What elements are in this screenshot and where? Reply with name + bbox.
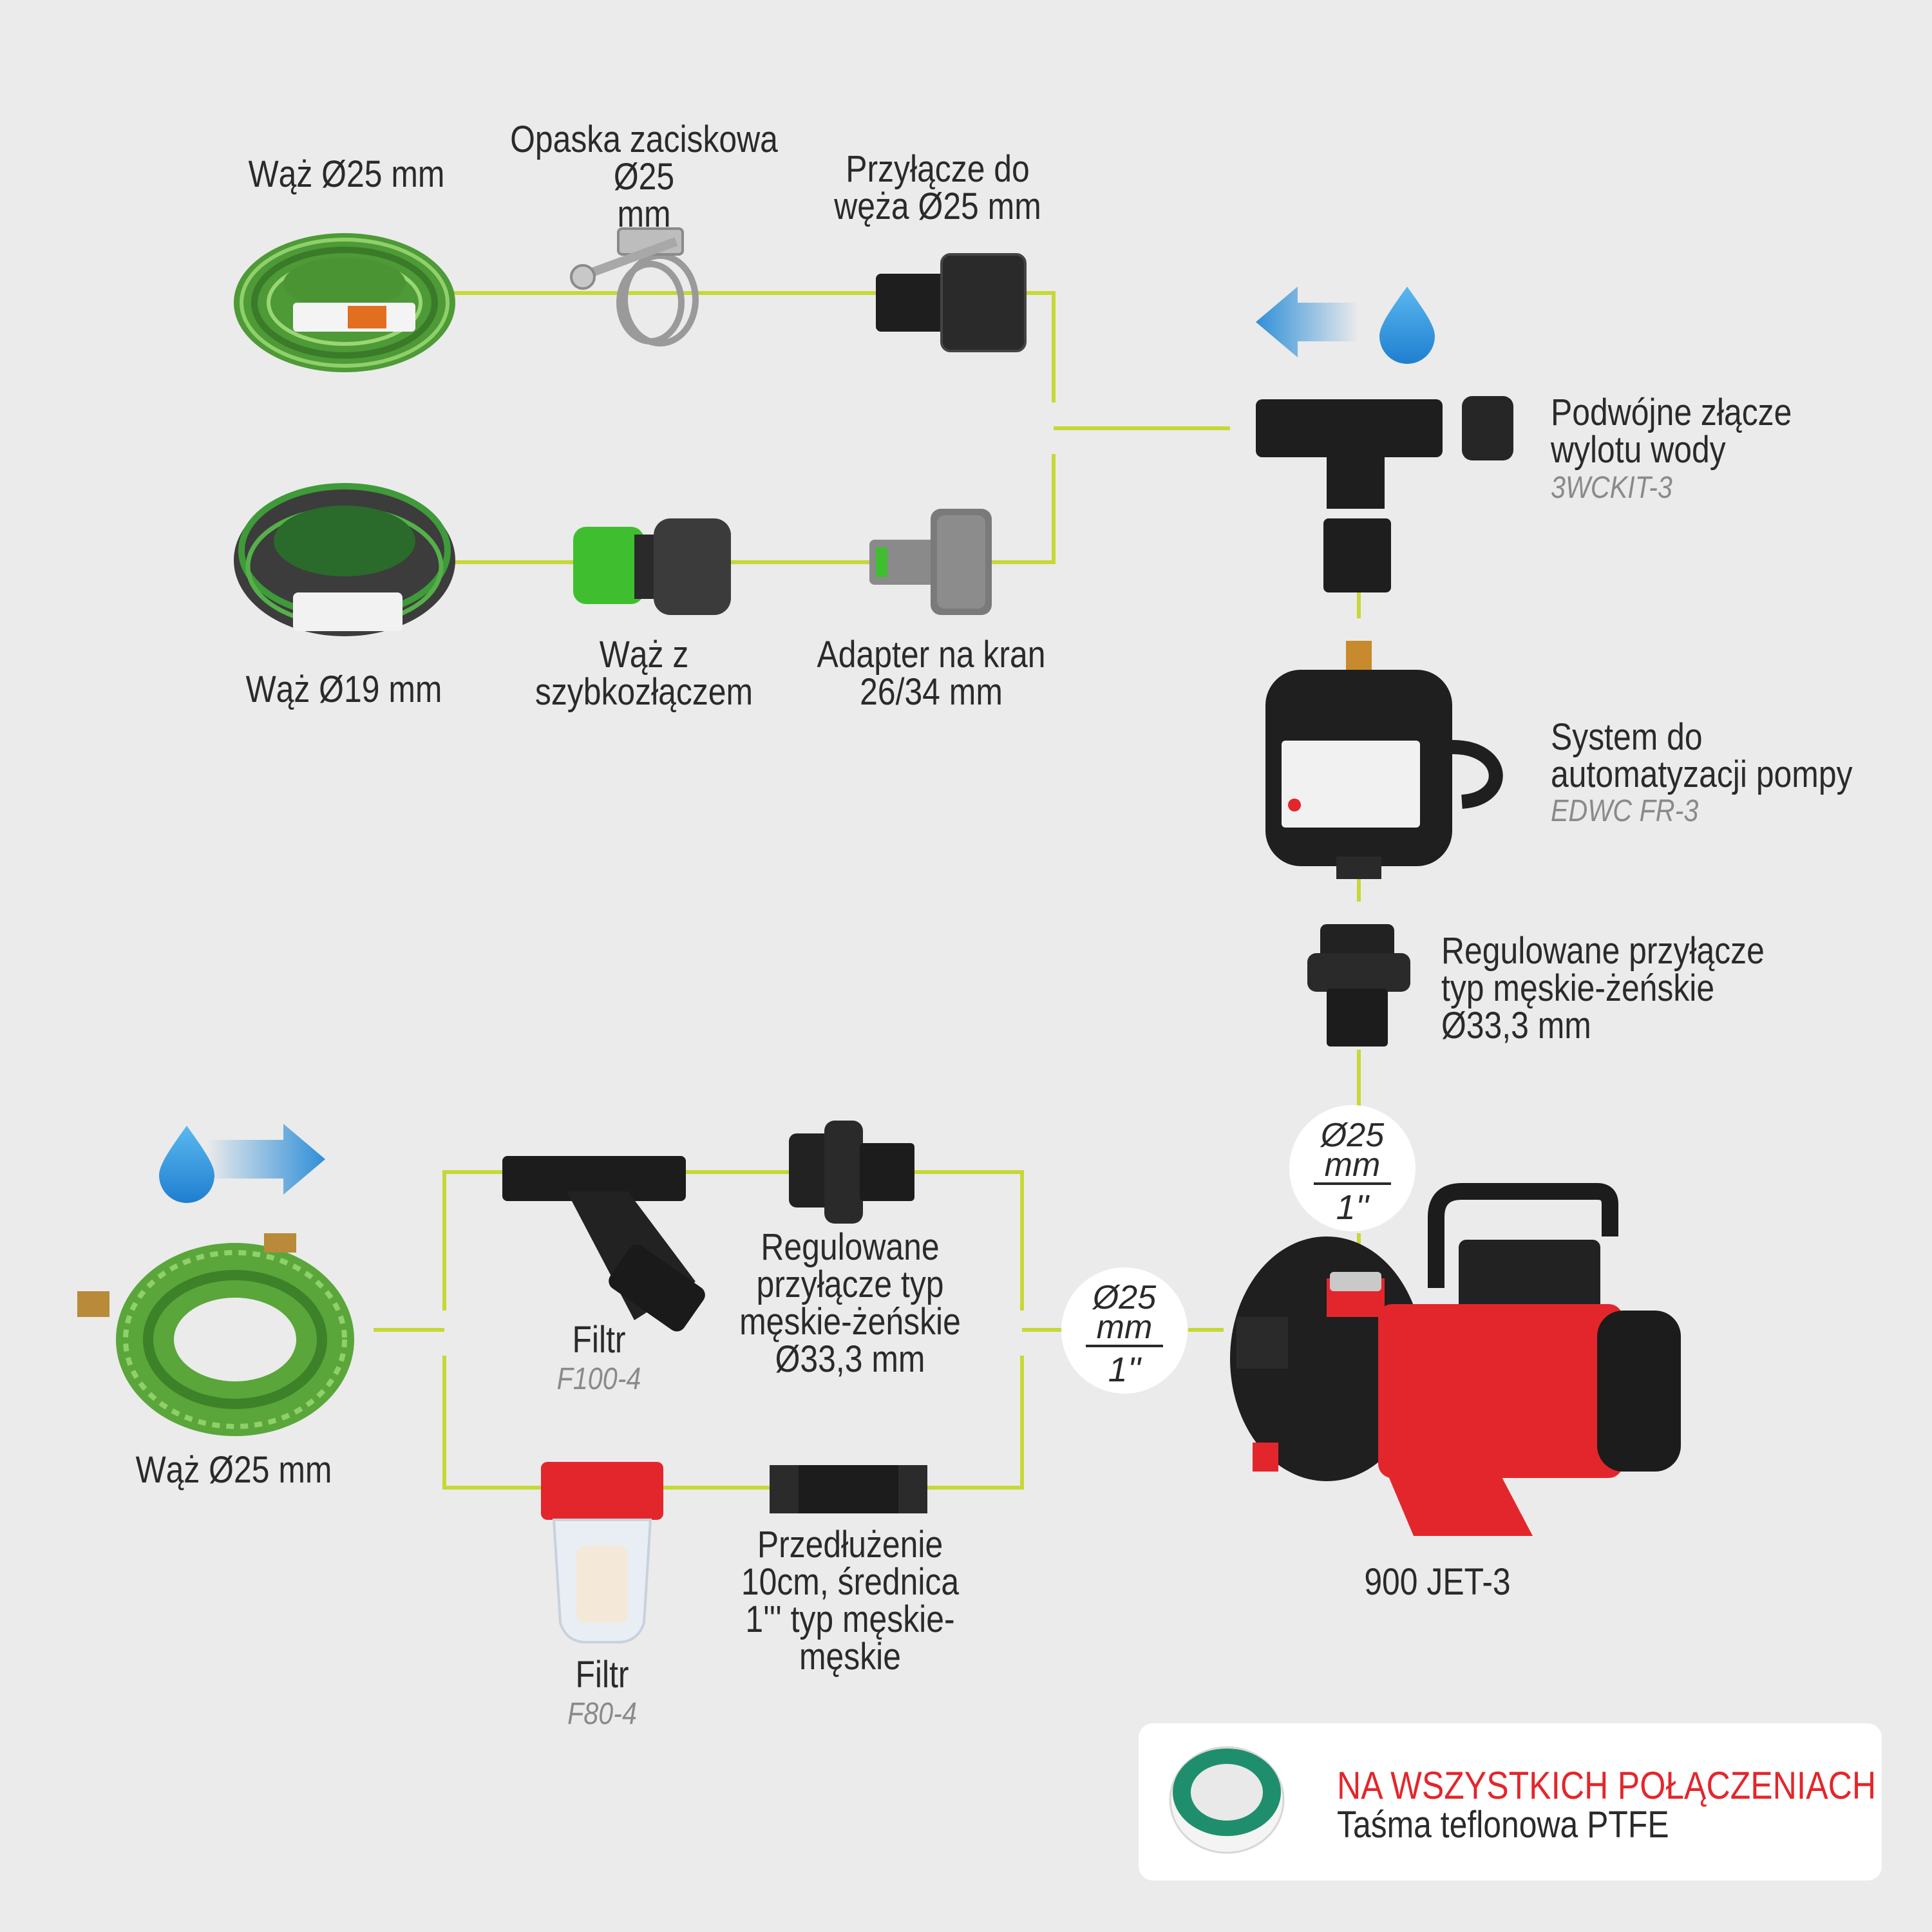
filter-f100-image xyxy=(502,1156,708,1335)
pump-label: 900 JET-3 xyxy=(1327,1564,1548,1601)
filter-f100-label: Filtr xyxy=(544,1321,654,1359)
quick-hose-label: Wąż z szybkozłączem xyxy=(522,636,766,711)
ptfe-subline: Taśma teflonowa PTFE xyxy=(1337,1803,1669,1846)
filter-f80-label: Filtr xyxy=(547,1656,658,1694)
pump-image xyxy=(1230,1191,1681,1536)
size-badge-divider xyxy=(1314,1182,1391,1185)
inflow-arrow-icon xyxy=(206,1124,325,1195)
size-badge-horizontal: Ø25 mm 1'' xyxy=(1061,1267,1188,1394)
hose19-label: Wąż Ø19 mm xyxy=(233,671,455,708)
water-drop-icon xyxy=(1379,287,1435,364)
size-badge-vertical: Ø25 mm 1'' xyxy=(1289,1105,1416,1231)
adj-connector-mid-label: Regulowane przyłącze typ męskie-żeńskie … xyxy=(717,1229,983,1378)
hose25-top-label: Wąż Ø25 mm xyxy=(236,156,457,193)
quick-coupling-image xyxy=(573,518,731,615)
size-badge-horizontal-bottom: 1'' xyxy=(1061,1350,1188,1390)
hose25-bottom-label: Wąż Ø25 mm xyxy=(123,1452,345,1489)
clamp-label: Opaska zaciskowa Ø25 mm xyxy=(478,121,810,233)
filter-f100-code: F100-4 xyxy=(544,1361,654,1397)
size-badge-vertical-top: Ø25 mm xyxy=(1289,1121,1416,1180)
extension-label: Przedłużenie 10cm, średnica 1''' typ męs… xyxy=(706,1526,994,1676)
ptfe-tape-icon xyxy=(1159,1736,1288,1864)
automation-code: EDWC FR-3 xyxy=(1551,793,1698,829)
outflow-arrow-icon xyxy=(1256,287,1359,357)
filter-f80-image xyxy=(541,1462,663,1642)
size-badge-vertical-bottom: 1'' xyxy=(1289,1188,1416,1227)
tap-adapter-image xyxy=(869,509,992,615)
adj-connector-right-label: Regulowane przyłącze typ męskie-żeńskie … xyxy=(1441,933,1785,1045)
extension-pipe-image xyxy=(770,1465,927,1513)
double-outlet-code: 3WCKIT-3 xyxy=(1551,470,1672,506)
size-badge-divider xyxy=(1086,1345,1163,1347)
hose-19-image xyxy=(234,484,455,636)
filter-f80-code: F80-4 xyxy=(547,1696,658,1732)
hose-25-top-image xyxy=(234,233,455,372)
pump-controller-image xyxy=(1265,641,1496,879)
ptfe-headline: NA WSZYSTKICH POŁĄCZENIACH xyxy=(1337,1763,1876,1808)
adjustable-connector-mid-image xyxy=(789,1121,914,1224)
hose-connector-label: Przyłącze do węża Ø25 mm xyxy=(799,151,1076,225)
hose-connector-image xyxy=(876,254,1025,351)
double-outlet-tee-image xyxy=(1256,396,1513,592)
suction-hose-image xyxy=(77,1233,354,1436)
size-badge-horizontal-top: Ø25 mm xyxy=(1061,1283,1188,1342)
hose-clamp-image xyxy=(571,229,696,343)
double-outlet-label: Podwójne złącze wylotu wody xyxy=(1551,394,1861,469)
tap-adapter-label: Adapter na kran 26/34 mm xyxy=(793,636,1070,711)
adjustable-connector-right-image xyxy=(1307,924,1410,1046)
automation-label: System do automatyzacji pompy xyxy=(1551,719,1872,793)
